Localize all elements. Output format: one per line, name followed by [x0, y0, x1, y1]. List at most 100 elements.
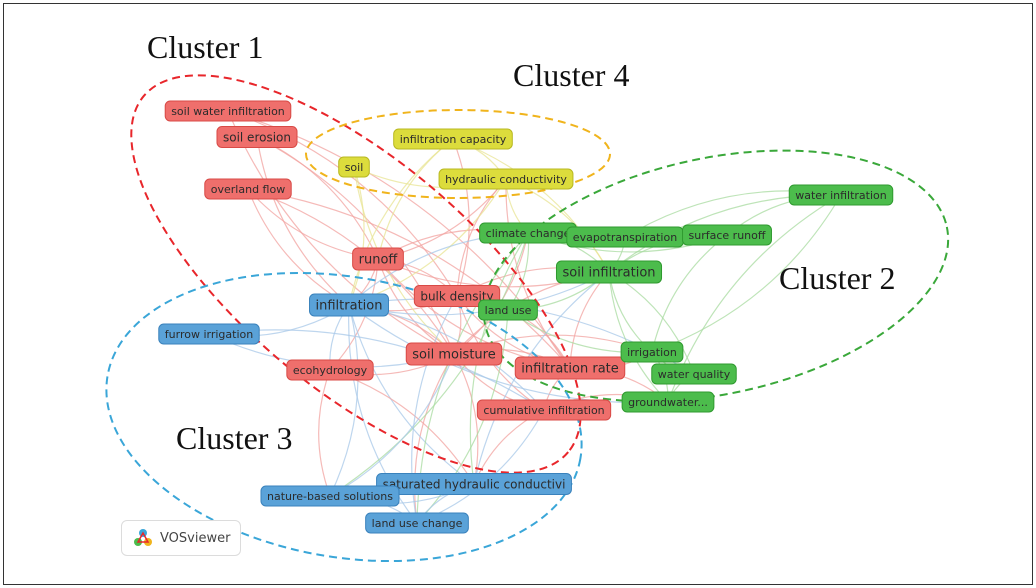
- network-link: [329, 258, 379, 371]
- keyword-node-label: land use change: [372, 517, 463, 530]
- cluster-4-outline: [305, 109, 611, 199]
- keyword-node-label: overland flow: [211, 183, 285, 196]
- keyword-node-label: soil: [345, 161, 364, 174]
- keyword-node-sr[interactable]: surface runoff: [682, 224, 772, 246]
- keyword-node-box: [365, 512, 469, 534]
- keyword-node-box: [788, 184, 894, 206]
- keyword-node-box: [682, 224, 772, 246]
- keyword-node-label: nature-based solutions: [267, 490, 393, 503]
- keyword-node-lu[interactable]: land use: [478, 299, 538, 321]
- keyword-node-box: [478, 299, 538, 321]
- keyword-node-box: [164, 100, 292, 122]
- network-link: [227, 110, 455, 355]
- network-link: [329, 353, 455, 497]
- network-link: [348, 166, 365, 306]
- keyword-node-label: infiltration rate: [521, 362, 619, 377]
- cluster-4-title: Cluster 4: [513, 57, 629, 93]
- keyword-node-box: [620, 341, 684, 363]
- keyword-node-irr[interactable]: irrigation: [620, 341, 684, 363]
- keyword-node-label: water infiltration: [795, 189, 887, 202]
- network-link: [456, 178, 507, 297]
- keyword-node-sm[interactable]: soil moisture: [405, 342, 503, 366]
- network-link: [452, 138, 610, 273]
- keyword-node-label: cumulative infiltration: [483, 404, 604, 417]
- keyword-node-label: soil water infiltration: [171, 105, 285, 118]
- keyword-node-eco[interactable]: ecohydrology: [286, 359, 374, 381]
- cluster-3-outline: [105, 271, 583, 563]
- vosviewer-logo-text: VOSviewer: [160, 530, 231, 546]
- keyword-node-label: hydraulic conductivity: [445, 173, 567, 186]
- keyword-node-cc[interactable]: climate change: [479, 222, 577, 244]
- keyword-node-swi[interactable]: soil water infiltration: [164, 100, 292, 122]
- figure-frame: soil water infiltration soil erosion overl…: [3, 3, 1033, 585]
- keyword-node-ro[interactable]: runoff: [352, 247, 404, 271]
- keyword-node-label: infiltration capacity: [400, 133, 507, 146]
- keyword-node-box: [621, 391, 715, 413]
- keyword-node-box: [376, 473, 572, 495]
- keyword-node-label: soil erosion: [223, 130, 291, 144]
- keyword-node-fi[interactable]: furrow irrigation: [158, 323, 260, 345]
- keyword-node-hc[interactable]: hydraulic conductivity: [438, 168, 574, 190]
- keyword-node-label: soil infiltration: [562, 266, 655, 281]
- keyword-cooccurrence-network: soil water infiltration soil erosion overl…: [105, 29, 950, 563]
- network-link: [318, 369, 331, 497]
- keyword-node-label: furrow irrigation: [165, 328, 253, 341]
- keyword-node-sinf[interactable]: soil infiltration: [555, 260, 663, 284]
- keyword-node-soil[interactable]: soil: [338, 156, 370, 178]
- network-link: [452, 138, 470, 297]
- keyword-node-label: land use: [485, 304, 532, 317]
- keyword-node-box: [514, 356, 626, 380]
- network-link: [227, 110, 458, 297]
- cluster-1-title: Cluster 1: [147, 29, 263, 65]
- keyword-node-se[interactable]: soil erosion: [216, 126, 298, 148]
- cluster-title-layer: Cluster 1 Cluster 4 Cluster 2 Cluster 3: [147, 29, 895, 456]
- keyword-node-wi[interactable]: water infiltration: [788, 184, 894, 206]
- network-link: [348, 138, 454, 306]
- keyword-node-label: irrigation: [627, 346, 677, 359]
- keyword-node-box: [260, 485, 400, 507]
- vosviewer-logo: VOSviewer: [121, 520, 241, 556]
- keyword-node-ci[interactable]: cumulative infiltration: [476, 399, 612, 421]
- network-link: [651, 234, 728, 353]
- keyword-node-inf[interactable]: infiltration: [309, 293, 389, 317]
- keyword-node-box: [352, 247, 404, 271]
- keyword-node-box: [338, 156, 370, 178]
- keyword-node-label: infiltration: [316, 299, 383, 314]
- keyword-node-box: [476, 399, 612, 421]
- network-link: [348, 304, 475, 485]
- keyword-node-label: climate change: [486, 227, 571, 240]
- keyword-node-label: evapotranspiration: [573, 231, 677, 244]
- keyword-node-box: [651, 363, 737, 385]
- network-link: [247, 188, 571, 369]
- keyword-node-box: [204, 178, 292, 200]
- keyword-node-box: [413, 285, 501, 307]
- keyword-node-label: saturated hydraulic conductivi: [383, 477, 566, 491]
- keyword-node-label: ecohydrology: [293, 364, 368, 377]
- network-link: [329, 304, 359, 497]
- keyword-node-of[interactable]: overland flow: [204, 178, 292, 200]
- keyword-node-box: [286, 359, 374, 381]
- keyword-node-ir[interactable]: infiltration rate: [514, 356, 626, 380]
- vosviewer-logo-icon: [134, 529, 152, 546]
- keyword-node-icap[interactable]: infiltration capacity: [393, 128, 513, 150]
- network-link: [329, 232, 529, 497]
- keyword-node-label: bulk density: [420, 289, 493, 303]
- keyword-node-label: runoff: [359, 253, 399, 268]
- keyword-node-label: surface runoff: [689, 229, 766, 242]
- keyword-node-box: [216, 126, 298, 148]
- network-link: [651, 194, 842, 353]
- keyword-node-shc[interactable]: saturated hydraulic conductivi: [376, 473, 572, 495]
- network-link: [256, 136, 350, 306]
- keyword-node-box: [158, 323, 260, 345]
- keyword-node-box: [438, 168, 574, 190]
- keyword-node-gw[interactable]: groundwater...: [621, 391, 715, 413]
- cluster-2-outline: [482, 149, 950, 403]
- keyword-node-label: groundwater...: [628, 396, 708, 409]
- keyword-node-luc[interactable]: land use change: [365, 512, 469, 534]
- node-layer: soil water infiltration soil erosion overl…: [158, 100, 894, 534]
- keyword-node-evt[interactable]: evapotranspiration: [566, 226, 684, 248]
- keyword-node-wq[interactable]: water quality: [651, 363, 737, 385]
- keyword-node-bd[interactable]: bulk density: [413, 285, 501, 307]
- network-link: [377, 138, 454, 260]
- keyword-node-nbs[interactable]: nature-based solutions: [260, 485, 400, 507]
